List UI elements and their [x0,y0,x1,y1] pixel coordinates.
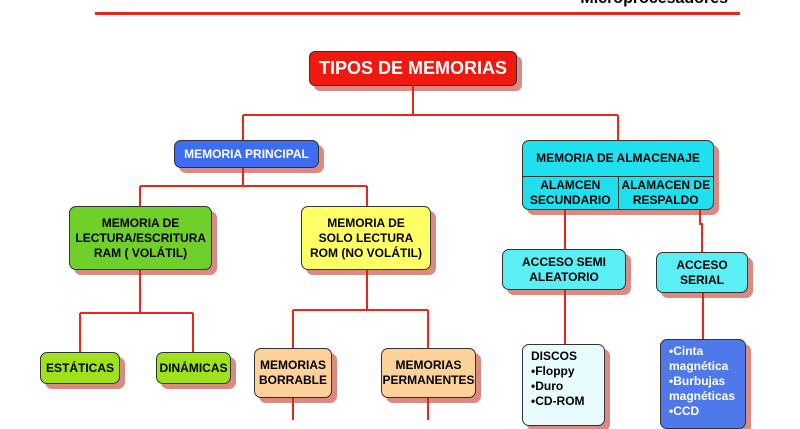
node-memorias-borrable: MEMORIAS BORRABLE [254,348,332,398]
discos-item-cdrom: •CD-ROM [531,394,585,408]
node-dinamicas: DINÁMICAS [156,352,231,384]
node-almacenaje-title: MEMORIA DE ALMACENAJE [523,141,713,177]
connector-rom [292,270,429,348]
node-tipos-de-memorias: TIPOS DE MEMORIAS [309,51,517,86]
connector-almacenaje [564,210,703,252]
node-memoria-almacenaje: MEMORIA DE ALMACENAJE ALAMCEN SECUNDARIO… [522,140,714,210]
connector-root [242,86,619,140]
serial-item-burbujas: •Burbujas magnéticas [669,374,736,403]
connector-lines [79,86,704,420]
serial-item-ccd: •CCD [669,404,700,418]
connector-ram [79,270,194,352]
node-almacen-respaldo: ALAMACEN DE RESPALDO [621,178,711,207]
header-title: Microprocesadores [580,0,728,8]
node-serial-list: •Cinta magnética •Burbujas magnéticas •C… [660,339,746,429]
node-almacen-secundario: ALAMCEN SECUNDARIO [523,177,619,209]
discos-title: DISCOS [531,349,578,363]
serial-item-cinta: •Cinta magnética [669,344,729,373]
node-memoria-rom: MEMORIA DE SOLO LECTURA ROM (NO VOLÁTIL) [301,206,431,270]
discos-item-duro: •Duro [531,379,564,393]
header-divider [95,12,740,15]
node-almacenaje-split: ALAMCEN SECUNDARIO ALAMACEN DE RESPALDO [523,177,713,209]
node-acceso-semi-aleatorio: ACCESO SEMI ALEATORIO [502,249,626,290]
discos-item-floppy: •Floppy [531,364,575,378]
connector-principal [139,168,368,206]
node-discos: DISCOS •Floppy •Duro •CD-ROM [522,344,605,426]
node-memoria-ram: MEMORIA DE LECTURA/ESCRITURA RAM ( VOLÁT… [69,206,212,270]
node-memoria-principal: MEMORIA PRINCIPAL [174,140,319,168]
connector-borrable-down [292,398,429,420]
node-acceso-serial: ACCESO SERIAL [656,252,748,293]
node-estaticas: ESTÁTICAS [40,352,120,384]
node-memorias-permanentes: MEMORIAS PERMANENTES [381,348,476,398]
